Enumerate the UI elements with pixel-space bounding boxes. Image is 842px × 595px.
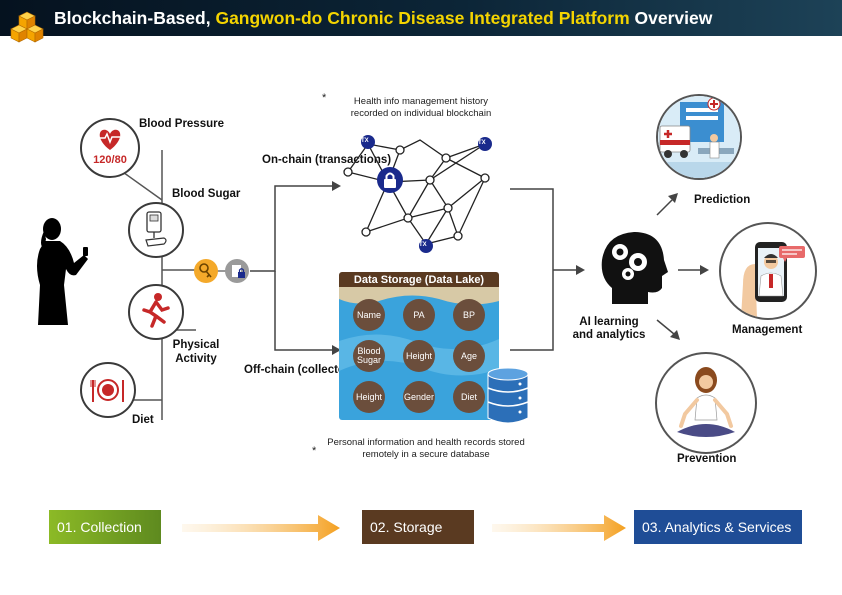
data-bubble-name: Name: [353, 299, 385, 331]
prevention-label: Prevention: [677, 453, 737, 465]
glucose-meter-icon: [145, 211, 167, 247]
plate-cutlery-icon: [90, 379, 124, 402]
prediction-circle: [656, 94, 742, 180]
hospital-ambulance-icon: [658, 96, 740, 178]
blood-pressure-circle: 120/80: [80, 118, 140, 178]
page-title: Blockchain-Based, Gangwon-do Chronic Dis…: [54, 8, 712, 29]
data-storage-title: Data Storage (Data Lake): [339, 272, 499, 288]
management-label: Management: [732, 324, 803, 336]
physical-activity-label: Physical Activity: [172, 339, 220, 365]
data-bubble-height-2: Height: [353, 381, 385, 413]
diet-circle: [80, 362, 136, 418]
offchain-note: * Personal information and health record…: [312, 437, 526, 461]
blood-pressure-label: Blood Pressure: [139, 118, 224, 130]
yoga-meditation-icon: [677, 367, 735, 437]
prevention-circle: [655, 352, 757, 454]
ai-label: AI learning and analytics: [572, 316, 646, 341]
data-lake-box: Name PA BP Blood Sugar Height Age Height…: [339, 287, 499, 420]
doctor-phone-icon: [741, 242, 805, 318]
title-part-1: Blockchain-Based,: [54, 8, 216, 28]
database-icon: [487, 367, 529, 424]
onchain-note-text: Health info management history recorded …: [350, 96, 492, 119]
tx-label-2: TX: [478, 140, 486, 146]
stage-storage: 02. Storage: [362, 510, 474, 544]
title-part-2: Overview: [629, 8, 713, 28]
tx-node-3: [419, 239, 433, 253]
blockchain-network: [343, 135, 492, 253]
blood-sugar-label: Blood Sugar: [172, 188, 241, 200]
offchain-note-text: Personal information and health records …: [327, 437, 525, 460]
data-bubble-gender: Gender: [403, 381, 435, 413]
stage-collection: 01. Collection: [49, 510, 161, 544]
data-bubble-bp: BP: [453, 299, 485, 331]
tx-node-1: [361, 135, 375, 149]
ai-brain-head-icon: [601, 232, 668, 304]
data-bubble-height: Height: [403, 340, 435, 372]
asterisk-2: *: [312, 445, 317, 457]
physical-activity-circle: [128, 284, 184, 340]
title-highlight: Gangwon-do Chronic Disease Integrated Pl…: [215, 8, 630, 28]
data-bubble-pa: PA: [403, 299, 435, 331]
header-bar: Blockchain-Based, Gangwon-do Chronic Dis…: [0, 0, 842, 36]
diet-label: Diet: [132, 414, 154, 426]
document-lock-icon: [225, 259, 249, 283]
tx-label-1: TX: [361, 138, 369, 144]
data-bubble-age: Age: [453, 340, 485, 372]
runner-icon: [142, 293, 170, 328]
management-circle: [719, 222, 817, 320]
stage-arrow-2: [492, 515, 626, 541]
lock-node-icon: [377, 167, 403, 193]
tx-node-2: [478, 137, 492, 151]
asterisk: *: [322, 92, 327, 104]
data-bubble-diet: Diet: [453, 381, 485, 413]
data-bubble-blood-sugar: Blood Sugar: [353, 340, 385, 372]
heart-monitor-icon: [99, 129, 121, 150]
blood-pressure-reading: 120/80: [93, 154, 127, 166]
cube-logo-icon: [10, 11, 44, 43]
prediction-label: Prediction: [694, 194, 751, 206]
onchain-note: * Health info management history recorde…: [322, 92, 506, 120]
key-icon: [194, 259, 218, 283]
stage-analytics-services: 03. Analytics & Services: [634, 510, 802, 544]
blood-sugar-circle: [128, 202, 184, 258]
stage-arrow-1: [182, 515, 340, 541]
woman-phone-silhouette-icon: [37, 218, 88, 325]
tx-label-3: TX: [419, 242, 427, 248]
